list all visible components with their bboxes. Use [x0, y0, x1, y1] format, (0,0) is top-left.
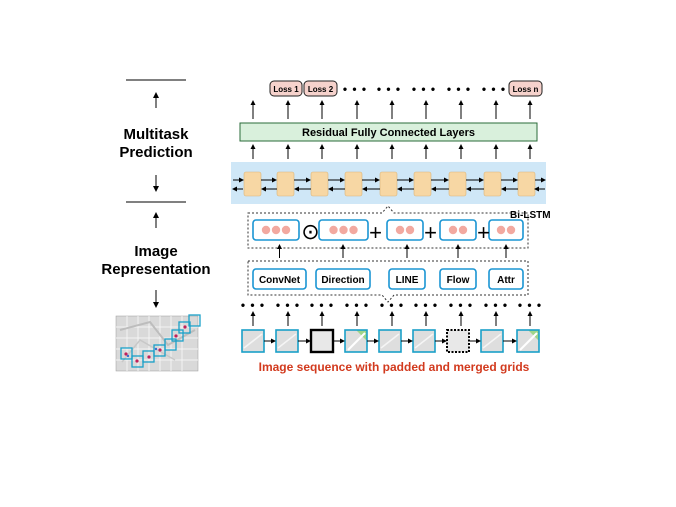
left-column: Multitask Prediction Image Representatio… [101, 79, 211, 372]
lstm-cell-9 [517, 171, 536, 197]
loss-label-2: Loss 2 [308, 85, 334, 94]
feature-convnet: ConvNet [252, 268, 307, 290]
seq-ellipsis-9: • • • [518, 298, 542, 312]
lstm-cell-4 [344, 171, 363, 197]
loss-ellipsis-1: • • • [343, 82, 367, 96]
loss-label-n: Loss n [513, 85, 539, 94]
feature-direction: Direction [315, 268, 371, 290]
feature-vector-3 [386, 219, 424, 241]
loss-row: Loss 1 Loss 2 • • • • • • • • • • • • • … [269, 80, 543, 97]
multitask-label-line1: Multitask [123, 126, 189, 143]
image-label-line2: Representation [101, 261, 210, 278]
lstm-cell-8 [483, 171, 502, 197]
plus-operator-2: + [424, 220, 437, 245]
arrows-tiles-up [250, 311, 533, 326]
bilstm-connections [232, 177, 546, 192]
feature-vector-4 [439, 219, 477, 241]
loss-ellipsis-4: • • • [447, 82, 471, 96]
feature-vector-5-circle-1 [496, 225, 506, 235]
residual-fc-layer: Residual Fully Connected Layers [239, 122, 538, 142]
loss-label-1: Loss 1 [273, 85, 299, 94]
residual-fc-label: Residual Fully Connected Layers [302, 127, 475, 139]
seq-ellipsis-2: • • • [276, 298, 300, 312]
image-label-line1: Image [134, 243, 177, 260]
image-tile-1 [241, 329, 265, 353]
feature-vector-1 [252, 219, 300, 241]
feature-vector-2-circle-1 [329, 225, 338, 235]
feature-convnet-label: ConvNet [259, 275, 301, 286]
image-tile-3 [309, 328, 335, 354]
lstm-cell-6 [413, 171, 432, 197]
loss-ellipsis-5: • • • [482, 82, 506, 96]
feature-line-label: LINE [396, 275, 419, 286]
feature-extractor-box: ConvNet Direction LINE Flow Attr [247, 260, 529, 303]
image-tile-7 [446, 329, 470, 353]
feature-line: LINE [388, 268, 426, 290]
image-tile-2 [275, 329, 299, 353]
loss-ellipsis-3: • • • [412, 82, 436, 96]
loss-box-1: Loss 1 [269, 80, 303, 97]
seq-ellipsis-8: • • • [484, 298, 508, 312]
lstm-cell-1 [243, 171, 262, 197]
seq-ellipsis-4: • • • [345, 298, 369, 312]
bilstm-label: Bi-LSTM [510, 210, 551, 221]
loss-box-n: Loss n [508, 80, 543, 97]
image-tile-8 [480, 329, 504, 353]
lstm-cell-3 [310, 171, 329, 197]
feature-vector-4-circle-2 [458, 225, 468, 235]
feature-vector-1-circle-1 [261, 225, 271, 235]
feature-vector-2-circle-3 [349, 225, 358, 235]
feature-vector-3-circle-1 [395, 225, 405, 235]
feature-flow: Flow [439, 268, 477, 290]
feature-vector-3-circle-2 [405, 225, 415, 235]
seq-ellipsis-6: • • • [414, 298, 438, 312]
feature-vector-1-circle-2 [271, 225, 281, 235]
map-grid-thumbnail [115, 314, 201, 372]
image-sequence-caption: Image sequence with padded and merged gr… [259, 360, 530, 374]
image-tile-4 [344, 329, 368, 353]
feature-vectors [252, 219, 524, 241]
hadamard-operator: ⊙ [301, 219, 319, 244]
bilstm-cells [243, 171, 536, 197]
loss-ellipsis-2: • • • [377, 82, 401, 96]
plus-operator-3: + [477, 220, 490, 245]
feature-attr-label: Attr [497, 275, 515, 286]
image-tile-6 [412, 329, 436, 353]
seq-ellipsis-1: • • • [241, 298, 265, 312]
lstm-cell-5 [379, 171, 398, 197]
arrows-features-to-vectors [277, 244, 509, 258]
feature-vector-2-circle-2 [339, 225, 348, 235]
feature-vector-1-circle-3 [281, 225, 291, 235]
lstm-cell-7 [448, 171, 467, 197]
image-sequence-tiles [241, 328, 540, 354]
arrows-residual-to-loss [250, 100, 533, 119]
seq-ellipsis-5: • • • [380, 298, 404, 312]
feature-attr: Attr [488, 268, 524, 290]
feature-vector-5 [488, 219, 524, 241]
sequence-ellipses: • • • • • • • • • • • • • • • • • • • • • • • •… [241, 298, 542, 312]
lstm-cell-2 [276, 171, 295, 197]
plus-operator-1: + [369, 220, 382, 245]
image-tile-5 [378, 329, 402, 353]
feature-vector-4-circle-1 [448, 225, 458, 235]
seq-ellipsis-7: • • • [449, 298, 473, 312]
combined-feature-box: ⊙ + + + [247, 205, 529, 249]
bilstm-block: Bi-LSTM [231, 162, 551, 221]
image-tile-9 [516, 329, 540, 353]
seq-ellipsis-3: • • • [310, 298, 334, 312]
feature-direction-label: Direction [321, 275, 364, 286]
feature-vector-2 [318, 219, 369, 241]
multitask-label-line2: Prediction [119, 144, 192, 161]
feature-vector-5-circle-2 [506, 225, 516, 235]
feature-flow-label: Flow [447, 275, 470, 286]
loss-box-2: Loss 2 [303, 80, 338, 97]
arrows-lstm-to-residual [250, 144, 533, 159]
